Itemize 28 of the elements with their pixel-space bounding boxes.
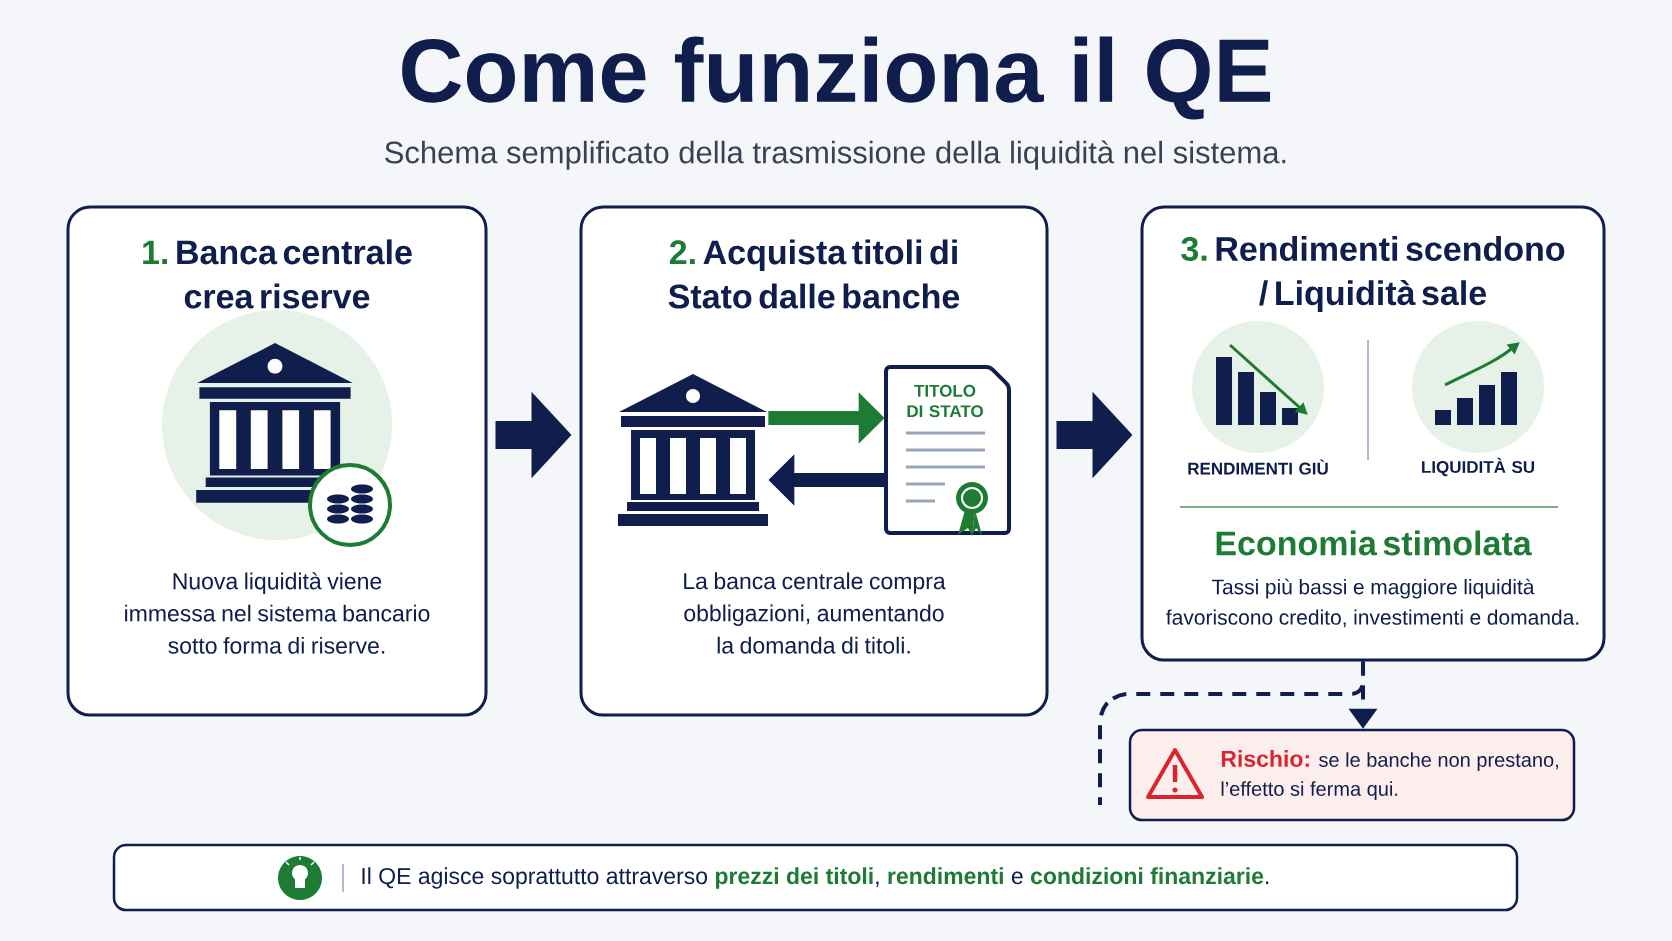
node-label: . [1266, 881, 1269, 884]
node-label: e [1011, 871, 1023, 885]
node-label: , [876, 881, 879, 887]
node-label: prezzi dei titoli [715, 867, 873, 889]
step-description: La banca centrale compra obbligazioni, aumentando la domanda di titoli. [684, 572, 946, 654]
step-heading: 2. Acquista titoli di Stato dalle banche [668, 239, 960, 309]
indicator-label: LIQUIDITÀ SU [1422, 457, 1535, 477]
node-label: rendimenti [888, 867, 1003, 885]
step-description: Nuova liquidità viene immessa nel sistema bancario sotto forma di riserve. [125, 572, 430, 654]
indicator-label: RENDIMENTI GIÙ [1188, 459, 1328, 475]
note-text: Il QE agisce soprattutto attraverso prezzi dei titoli , rendimenti e condizioni finanziarie. [362, 867, 1269, 889]
node-label: condizioni finanziarie [1030, 867, 1264, 885]
step-heading: 1. Banca centrale crea riserve [143, 239, 412, 309]
warning-box [1128, 728, 1576, 822]
subtitle: Schema semplificato della trasmissione della liquidità nel sistema. [385, 140, 1286, 170]
bank-drawing [618, 374, 768, 526]
title: Come funziona il QE [402, 36, 1271, 120]
step-card [66, 205, 488, 717]
step-heading: 3. Rendimenti scendono / Liquidità sale [1181, 236, 1565, 312]
document-title: TITOLO DI STATO [907, 384, 983, 418]
dashed-line [1098, 661, 1365, 805]
step-description: Tassi più bassi e maggiore liquidità favoriscono credito, investimenti e domanda. [1166, 578, 1579, 628]
outcome-heading: Economia stimolata [1216, 530, 1532, 556]
note-bar [112, 843, 1519, 912]
node-label: Il QE agisce soprattutto attraverso [362, 867, 708, 889]
step-card [1140, 205, 1606, 662]
document-drawing [884, 365, 1011, 536]
warning-text: Rischio: se le banche non prestano, l’effetto si ferma qui. [1221, 750, 1558, 800]
